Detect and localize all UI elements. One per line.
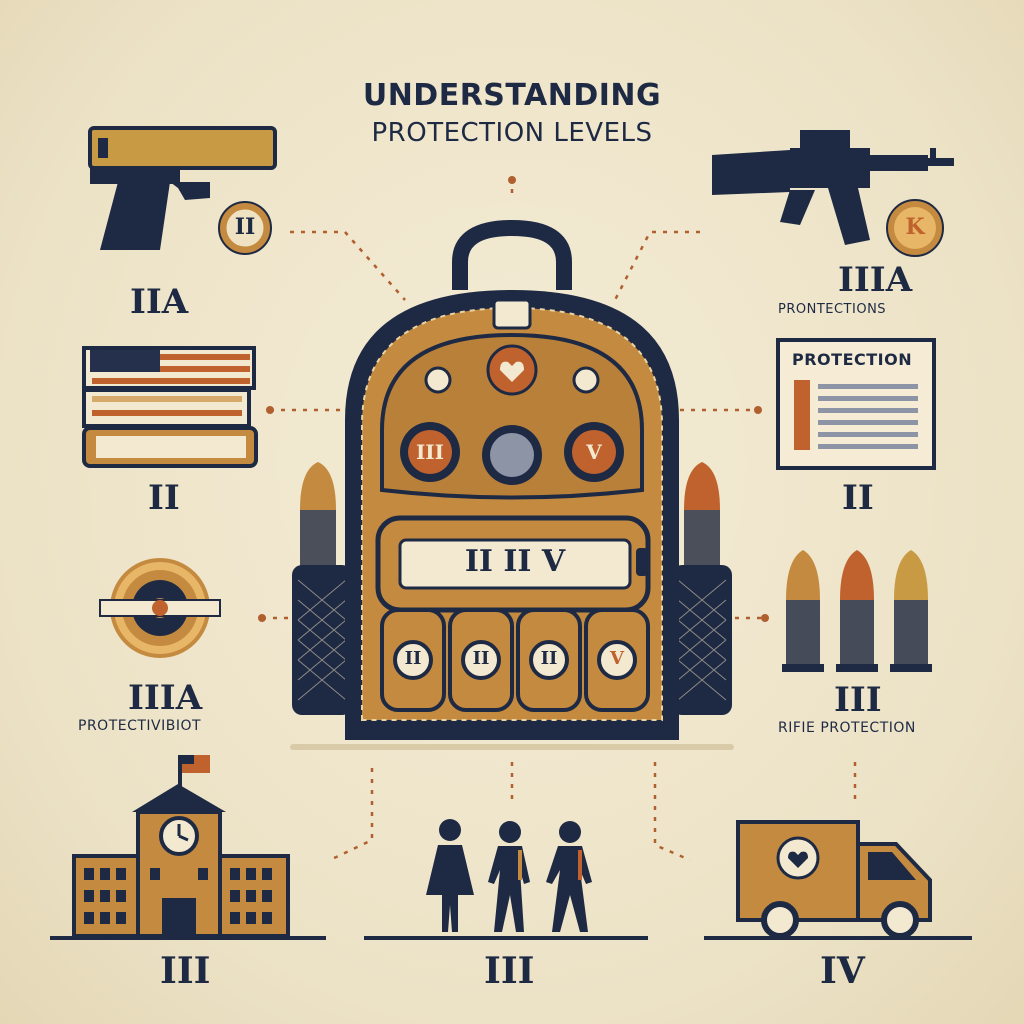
people-level: III	[484, 950, 535, 992]
bullets-level: III	[834, 680, 882, 720]
rifle-icon	[712, 130, 954, 245]
backpack-pouches	[380, 608, 650, 712]
rifle-level: IIIA	[838, 260, 913, 300]
backpack-pocket-label: II II V	[464, 544, 566, 579]
face-badge-3-label: V	[586, 440, 602, 464]
rifle-caption: PRONTECTIONS	[778, 302, 887, 317]
connector-pistol	[290, 230, 406, 301]
pouch-badge-1: II	[404, 648, 422, 669]
books-icon	[82, 346, 258, 468]
document-icon	[776, 338, 936, 470]
target-level: IIIA	[128, 678, 203, 718]
school-level: III	[160, 950, 211, 992]
pouch-badge-3: II	[540, 648, 558, 669]
title-line-2: PROTECTION LEVELS	[371, 118, 653, 148]
pistol-icon	[88, 126, 277, 250]
pistol-badge	[218, 201, 272, 255]
bullets-caption: RIFIE PROTECTION	[778, 720, 916, 736]
target-caption: PROTECTIVIBIOT	[78, 718, 202, 734]
truck-icon	[704, 820, 972, 940]
connector-truck	[653, 762, 691, 862]
connector-school	[329, 768, 374, 862]
pouch-badge-2: II	[472, 648, 490, 669]
pouch-badge-4: V	[610, 648, 624, 669]
rifle-badge-label: K	[905, 214, 925, 240]
target-icon	[99, 558, 221, 658]
school-icon	[50, 755, 326, 940]
connector-rifle	[613, 230, 700, 301]
bullets-icon	[782, 550, 932, 672]
face-badge-1-label: III	[415, 440, 445, 464]
document-title: PROTECTION	[792, 350, 913, 369]
title-line-1: UNDERSTANDING	[362, 78, 662, 113]
document-level: II	[842, 478, 874, 518]
backpack-icon	[290, 219, 734, 750]
pistol-badge-label: II	[234, 214, 256, 240]
truck-level: IV	[820, 950, 865, 992]
people-icon	[364, 819, 648, 940]
rifle-badge	[886, 199, 944, 257]
books-level: II	[148, 478, 180, 518]
pistol-level: IIA	[130, 282, 189, 322]
